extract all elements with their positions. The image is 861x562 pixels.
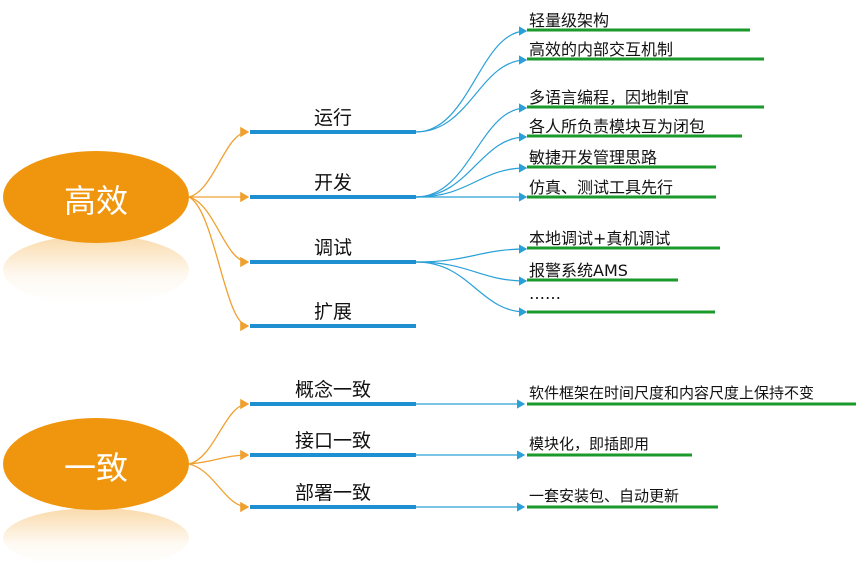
connector-root-to-extend <box>188 196 250 332</box>
root-reflection <box>3 508 189 562</box>
branch-label-interface: 接口一致 <box>294 430 371 452</box>
leaf-label: 本地调试+真机调试 <box>529 229 671 248</box>
root-node-consistency[interactable] <box>3 418 189 510</box>
connector-debug-leaf-3 <box>415 261 528 317</box>
leaf-label: …… <box>529 284 561 303</box>
root-label-efficiency: 高效 <box>63 182 128 220</box>
branch-label-deploy: 部署一致 <box>294 482 371 504</box>
connector-dev-leaf-3 <box>415 163 528 198</box>
connector-run-leaf-2 <box>415 55 528 133</box>
leaf-label: 多语言编程，因地制宜 <box>529 88 690 107</box>
group-efficiency <box>3 26 764 332</box>
branch-label-debug: 调试 <box>313 237 352 259</box>
root-reflection <box>3 235 189 305</box>
connector-run-leaf-1 <box>415 26 528 133</box>
connector-dev-leaf-1 <box>415 103 528 198</box>
leaf-label: 一套安装包、自动更新 <box>529 487 680 505</box>
leaf-label: 敏捷开发管理思路 <box>529 148 658 167</box>
group-consistency <box>3 398 856 562</box>
connector-root-to-debug <box>188 196 250 268</box>
connector-root-to-interface <box>188 449 250 465</box>
root-label-consistency: 一致 <box>63 449 128 487</box>
leaf-label: 高效的内部交互机制 <box>529 40 674 59</box>
leaf-label: 各人所负责模块互为闭包 <box>529 117 706 136</box>
leaf-label: 软件框架在时间尺度和内容尺度上保持不变 <box>529 384 815 402</box>
leaf-label: 轻量级架构 <box>529 11 610 30</box>
connector-debug-leaf-2 <box>415 261 528 286</box>
connector-debug-leaf-1 <box>415 244 528 263</box>
branch-label-extend: 扩展 <box>313 301 352 323</box>
connector-root-to-deploy <box>188 463 250 513</box>
branch-label-concept: 概念一致 <box>294 379 371 401</box>
leaf-label: 报警系统AMS <box>529 261 628 280</box>
leaf-label: 仿真、测试工具先行 <box>529 178 674 197</box>
connector-root-to-concept <box>188 398 250 465</box>
connector-root-to-run <box>188 126 250 198</box>
root-node-efficiency[interactable] <box>3 151 189 243</box>
leaf-label: 模块化，即插即用 <box>529 435 650 453</box>
connector-dev-leaf-2 <box>415 132 528 198</box>
branch-label-dev: 开发 <box>313 172 352 194</box>
branch-label-run: 运行 <box>313 107 352 129</box>
